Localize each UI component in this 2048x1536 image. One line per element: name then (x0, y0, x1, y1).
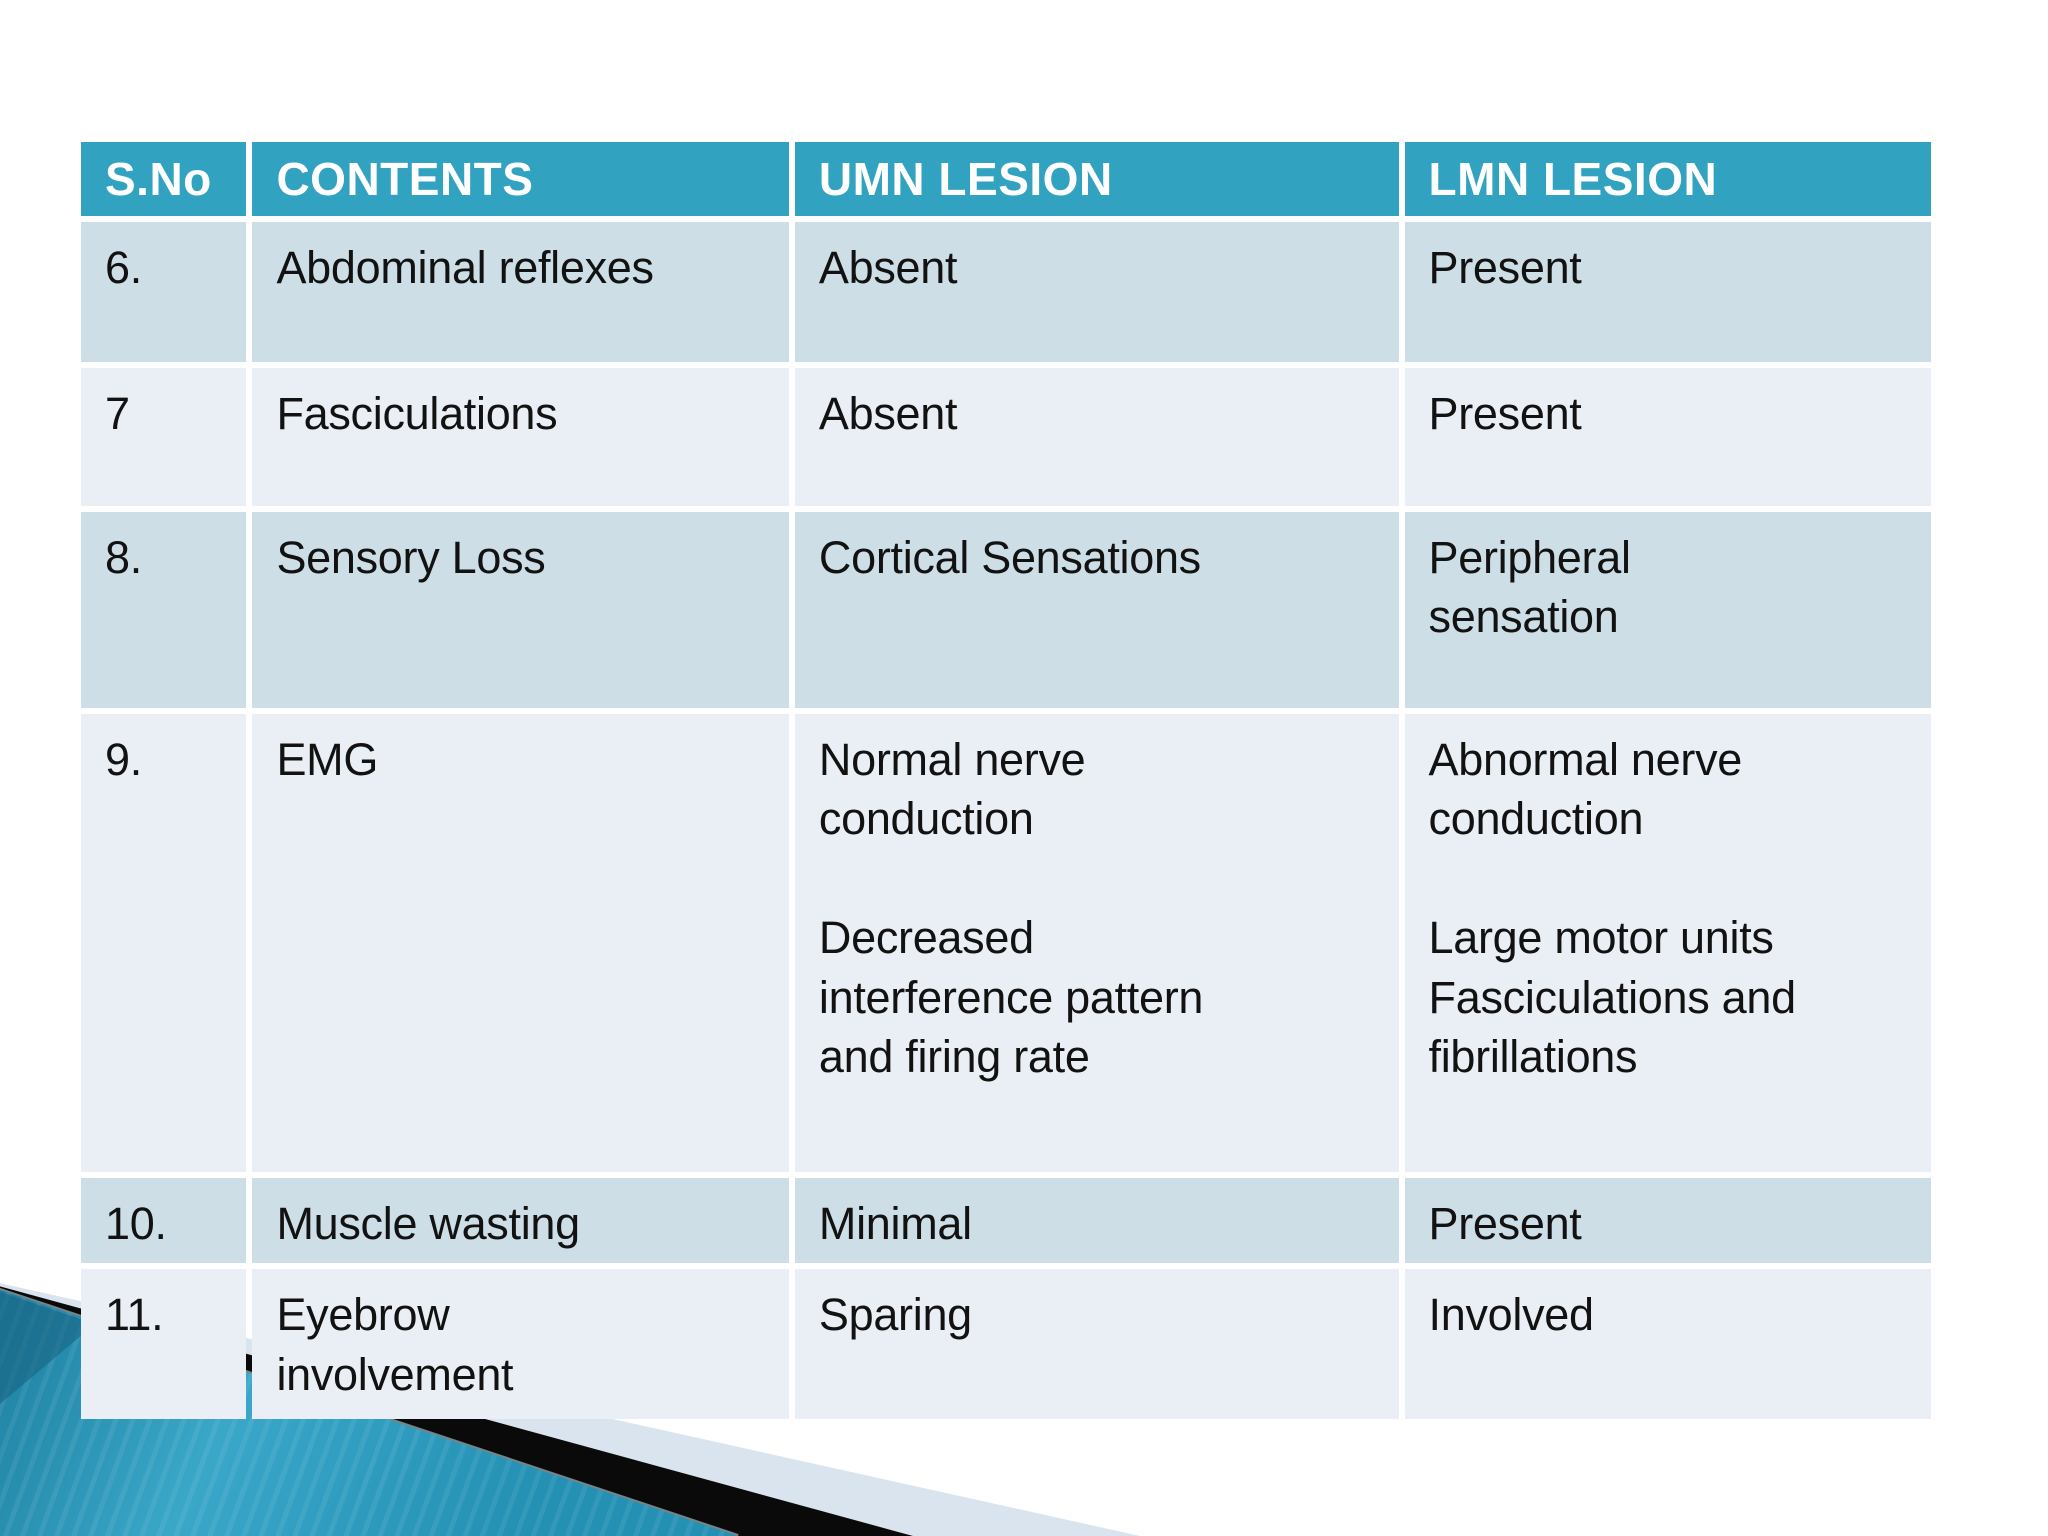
cell-umn: Normal nerve conduction Decreased interf… (794, 714, 1399, 1172)
cell-contents: Sensory Loss (252, 512, 789, 708)
cell-sno: 9. (81, 714, 247, 1172)
cell-contents: Abdominal reflexes (252, 222, 789, 362)
cell-sno: 6. (81, 222, 247, 362)
cell-umn: Absent (794, 368, 1399, 506)
cell-lmn: Present (1404, 1178, 1931, 1264)
cell-lmn: Peripheral sensation (1404, 512, 1931, 708)
comparison-table: S.No CONTENTS UMN LESION LMN LESION 6. A… (75, 136, 1937, 1425)
cell-contents: EMG (252, 714, 789, 1172)
table-row: 7 Fasciculations Absent Present (81, 368, 1931, 506)
cell-sno: 10. (81, 1178, 247, 1264)
table-row: 9. EMG Normal nerve conduction Decreased… (81, 714, 1931, 1172)
cell-umn: Minimal (794, 1178, 1399, 1264)
cell-umn: Sparing (794, 1269, 1399, 1420)
cell-lmn: Abnormal nerve conduction Large motor un… (1404, 714, 1931, 1172)
cell-umn: Cortical Sensations (794, 512, 1399, 708)
cell-sno: 8. (81, 512, 247, 708)
table-row: 6. Abdominal reflexes Absent Present (81, 222, 1931, 362)
cell-contents: Fasciculations (252, 368, 789, 506)
table-header-row: S.No CONTENTS UMN LESION LMN LESION (81, 142, 1931, 216)
table-row: 10. Muscle wasting Minimal Present (81, 1178, 1931, 1264)
col-header-umn: UMN LESION (794, 142, 1399, 216)
cell-lmn: Present (1404, 368, 1931, 506)
cell-lmn: Present (1404, 222, 1931, 362)
col-header-contents: CONTENTS (252, 142, 789, 216)
col-header-lmn: LMN LESION (1404, 142, 1931, 216)
cell-umn: Absent (794, 222, 1399, 362)
table-row: 11. Eyebrow involvement Sparing Involved (81, 1269, 1931, 1420)
table-row: 8. Sensory Loss Cortical Sensations Peri… (81, 512, 1931, 708)
cell-contents: Muscle wasting (252, 1178, 789, 1264)
cell-contents: Eyebrow involvement (252, 1269, 789, 1420)
col-header-sno: S.No (81, 142, 247, 216)
cell-lmn: Involved (1404, 1269, 1931, 1420)
cell-sno: 7 (81, 368, 247, 506)
cell-sno: 11. (81, 1269, 247, 1420)
